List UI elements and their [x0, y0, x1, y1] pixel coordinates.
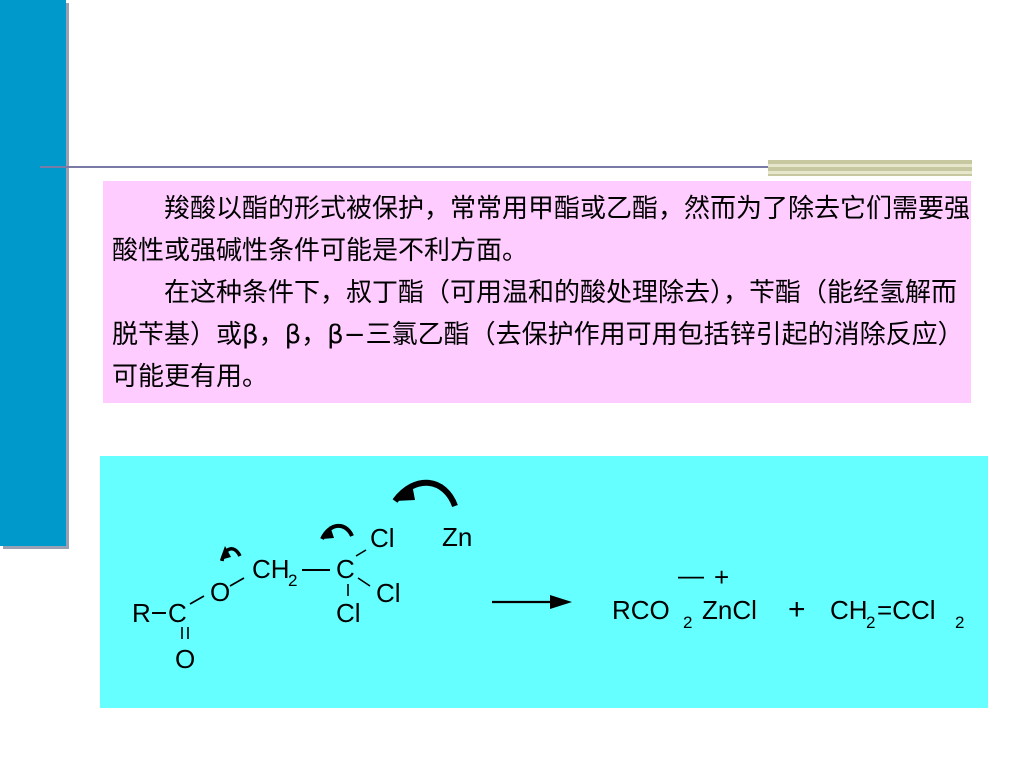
methylene-ch: CH	[252, 554, 290, 584]
reaction-diagram: R C O O CH 2 C Cl Cl Cl Zn — + RCO 2	[100, 456, 988, 708]
arrow-zn-head	[395, 484, 415, 501]
paragraph-1: 羧酸以酯的形式被保护，常常用甲酯或乙酯，然而为了除去它们需要强酸性或强碱性条件可…	[112, 194, 971, 266]
side-bar	[0, 0, 66, 546]
chlorine-top: Cl	[370, 523, 395, 553]
product2-ch: CH	[830, 595, 868, 625]
reaction-svg: R C O O CH 2 C Cl Cl Cl Zn — + RCO 2	[132, 479, 964, 674]
carbonyl-carbon: C	[168, 598, 187, 628]
product2-ccl: =CCl	[877, 595, 936, 625]
zinc: Zn	[442, 522, 472, 552]
arrow-zn-curve	[392, 479, 458, 508]
arrow-co-head	[220, 546, 231, 560]
paragraph-2: 在这种条件下，叔丁酯（可用温和的酸处理除去），苄酯（能经氢解而脱苄基）或β，β，…	[112, 278, 964, 392]
bond-o-ch2	[229, 577, 245, 587]
bond-c-o	[189, 595, 205, 605]
product1-zncl: ZnCl	[702, 595, 757, 625]
methylene-sub: 2	[288, 571, 297, 590]
product1-plus: +	[714, 562, 729, 592]
product1-minus: —	[678, 560, 704, 590]
product2-sub1: 2	[866, 613, 875, 632]
chlorine-bottom: Cl	[336, 598, 361, 628]
top-divider-line	[40, 166, 970, 168]
carbonyl-oxygen: O	[175, 644, 195, 674]
product1-sub: 2	[683, 613, 692, 632]
bond-c-cl-right	[357, 577, 371, 587]
product2-sub2: 2	[955, 613, 964, 632]
text-highlight-box	[103, 181, 971, 403]
bond-c-cl-top	[355, 549, 367, 557]
trichloro-carbon: C	[336, 554, 355, 584]
chlorine-right: Cl	[376, 578, 401, 608]
ester-oxygen: O	[210, 577, 230, 607]
accent-block	[768, 160, 972, 176]
arrow-ccl-curve	[320, 523, 354, 540]
r-group: R	[132, 598, 151, 628]
product1-rco: RCO	[612, 595, 670, 625]
reaction-arrow-head	[550, 595, 572, 609]
plus-sign: +	[788, 593, 806, 626]
arrow-ccl-head	[322, 526, 334, 539]
text-content: 羧酸以酯的形式被保护，常常用甲酯或乙酯，然而为了除去它们需要强酸性或强碱性条件可…	[112, 188, 972, 398]
